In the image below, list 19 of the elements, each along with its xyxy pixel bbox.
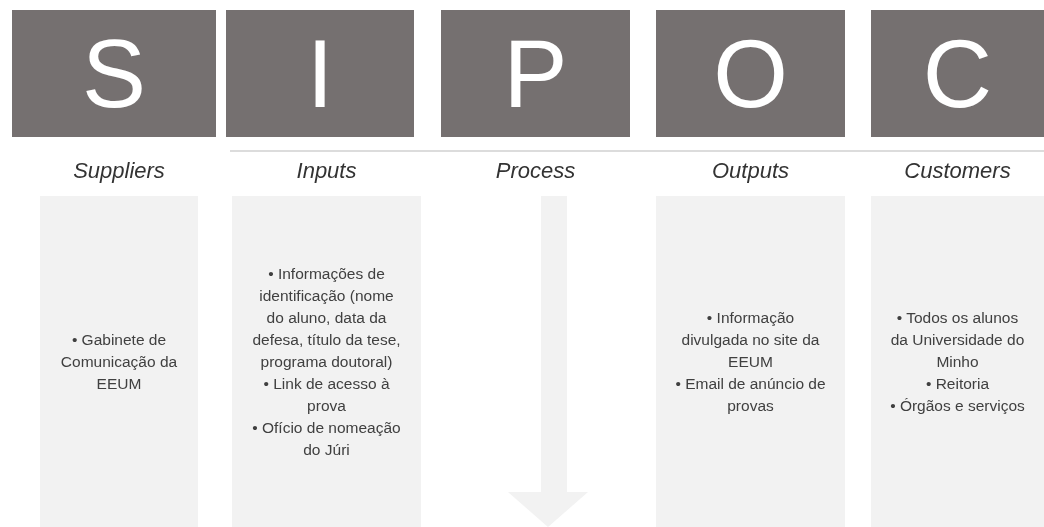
bullet-item: • Órgãos e serviços (889, 395, 1026, 416)
bullet-item: • Link de acesso à prova (262, 373, 391, 416)
bullet-item: • Email de anúncio de provas (674, 373, 827, 416)
column-heading: Inputs (295, 158, 358, 184)
bullet-item: • Reitoria (924, 373, 991, 394)
column-heading: Outputs (710, 158, 790, 184)
bullet-item: • Informação divulgada no site da EEUM (680, 307, 821, 372)
column-heading: Suppliers (72, 158, 166, 184)
letter-box: O (656, 10, 845, 137)
bullet-item: • Informações de identificação (nome do aluno, data da defesa, título da tese, programa doutoral) (251, 263, 402, 372)
bullet-item: • Ofício de nomeação do Júri (251, 417, 402, 460)
bullet-item: • Todos os alunos da Universidade do Minho (889, 307, 1026, 372)
column-heading: Process (494, 158, 577, 184)
bullet-item: • Gabinete de Comunicação da EEUM (59, 329, 179, 394)
letter-box: P (441, 10, 630, 137)
letter-box: S (12, 10, 216, 137)
letter-box: C (871, 10, 1044, 137)
column-heading: Customers (903, 158, 1012, 184)
letter-box: I (226, 10, 414, 137)
